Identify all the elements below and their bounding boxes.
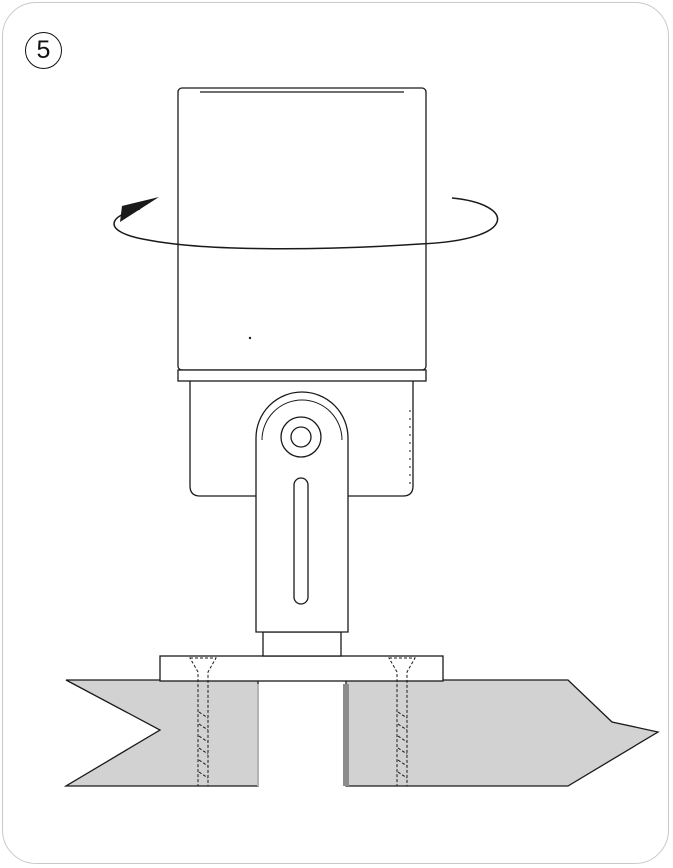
surface-right-section: [345, 679, 660, 787]
step-number: 5: [36, 36, 51, 64]
screw-icon: [388, 657, 416, 787]
camera-bottom-band: [177, 369, 427, 382]
mounting-surface: [63, 679, 660, 787]
arm-slot: [293, 477, 309, 605]
base-collar: [262, 631, 342, 657]
surface-left-section: [63, 679, 259, 787]
step-number-badge: 5: [25, 32, 62, 69]
rotation-arrow-icon: [113, 197, 499, 250]
screw-icon: [189, 657, 217, 787]
pivot-bolt: [290, 426, 312, 448]
camera-body: [177, 87, 427, 371]
mounting-base-plate: [159, 655, 444, 682]
camera-indicator: [248, 336, 252, 340]
